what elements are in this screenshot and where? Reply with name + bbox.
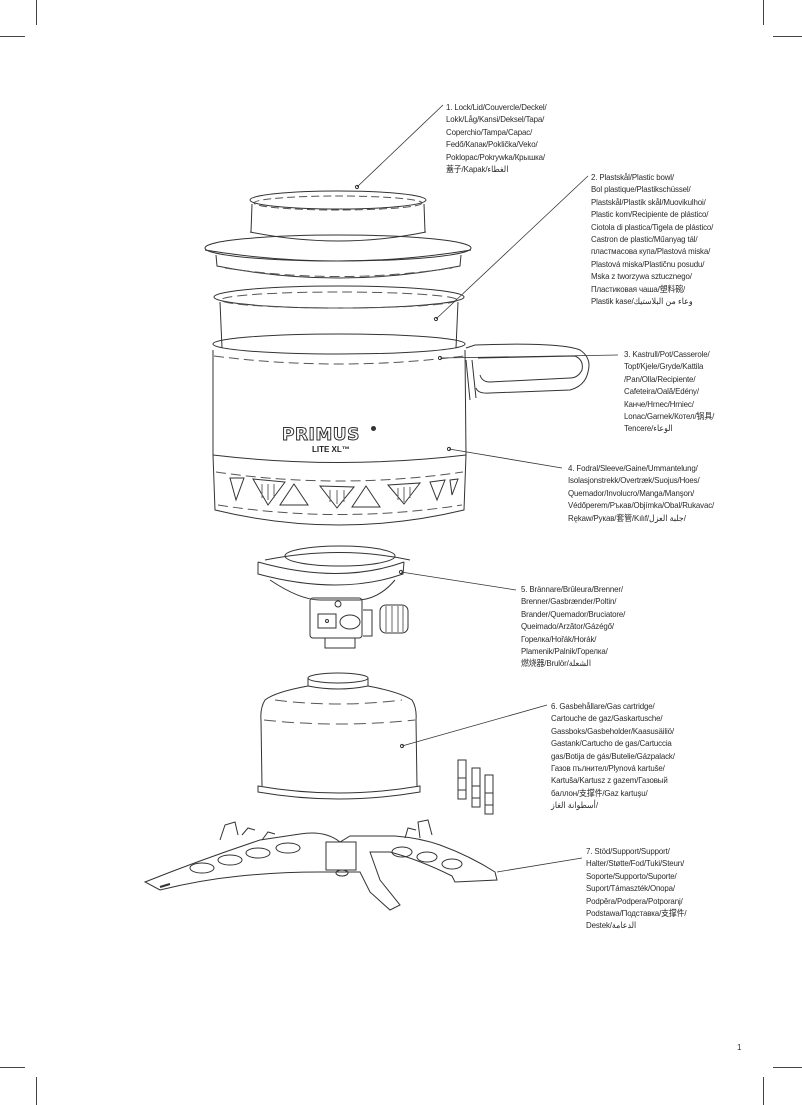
label-line: Пластиковая чаша/塑料碗/ <box>591 283 686 294</box>
label-line: 6. Gasbehållare/Gas cartridge/ <box>551 701 655 711</box>
lid-drawing <box>205 191 471 278</box>
label-line: Plastik kase/وعاء من البلاستيك <box>591 296 693 307</box>
label-line: gas/Botija de gás/Butelie/Gázpalack/ <box>551 750 675 761</box>
label-line: Канче/Hrnec/Hrniec/ <box>624 398 694 409</box>
label-line: 3. Kastrull/Pot/Casserole/ <box>624 349 710 359</box>
label-line: Cafeteira/Oală/Edény/ <box>624 386 699 397</box>
part-label-sleeve: 4. Fodral/Sleeve/Gaine/Ummantelung/ Isol… <box>568 462 714 524</box>
label-line: Rękaw/Рукав/套管/Kılıf/جلبة العزل/ <box>568 512 687 523</box>
label-line: Coperchio/Tampa/Capac/ <box>446 126 533 137</box>
part-label-gas-cartridge: 6. Gasbehållare/Gas cartridge/ Cartouche… <box>551 700 675 812</box>
label-line: Brenner/Gasbrænder/Poltin/ <box>521 596 617 607</box>
label-line: Plastová miska/Plastičnu posudu/ <box>591 258 705 269</box>
label-line: Plastskål/Plastik skål/Muovikulhoi/ <box>591 196 706 207</box>
label-line: Halter/Støtte/Fod/Tuki/Steun/ <box>586 858 685 869</box>
label-line: Kartuša/Kartusz z gazem/Газовый <box>551 775 668 786</box>
burner-drawing <box>258 546 410 648</box>
crop-mark-tl-h <box>0 36 25 37</box>
label-line: Mska z tworzywa sztucznego/ <box>591 271 692 282</box>
label-line: Горелка/Hořák/Horák/ <box>521 633 597 644</box>
label-line: Podstawa/Подставка/支撑件/ <box>586 908 687 919</box>
part-label-lid: 1. Lock/Lid/Couvercle/Deckel/ Lokk/Låg/K… <box>446 101 547 175</box>
label-line: Ciotola di plastica/Tigela de plástico/ <box>591 221 714 232</box>
label-line: Castron de plastic/Műanyag tál/ <box>591 234 698 245</box>
label-line: Gastank/Cartucho de gas/Cartuccia <box>551 738 672 749</box>
pot-drawing <box>213 185 589 525</box>
support-stand-drawing <box>145 820 497 910</box>
part-label-pot: 3. Kastrull/Pot/Casserole/ Topf/Kjele/Gr… <box>624 348 714 435</box>
adapter-pins-drawing <box>458 760 493 814</box>
crop-mark-br-v <box>763 1077 764 1105</box>
brand-logo: PRIMUS <box>282 425 360 446</box>
page-number: 1 <box>737 1043 742 1052</box>
registered-mark <box>371 426 376 431</box>
label-line: 燃烧器/Brulör/الشعلة <box>521 658 592 669</box>
label-line: Suport/Támaszték/Опора/ <box>586 883 675 894</box>
label-line: Lokk/Låg/Kansi/Deksel/Tapa/ <box>446 114 545 125</box>
label-line: Газов пълнител/Plynová kartuše/ <box>551 763 665 774</box>
label-line: Plastic kom/Recipiente de plástico/ <box>591 209 709 220</box>
label-line: /Pan/Olla/Recipiente/ <box>624 373 696 384</box>
label-line: Poklopac/Pokrywka/Крышка/ <box>446 151 546 162</box>
label-line: Podpěra/Podpera/Potporanj/ <box>586 895 683 906</box>
plastic-bowl-drawing <box>214 286 464 348</box>
label-line: أسطوانة الغاز/ <box>551 800 599 811</box>
label-line: 4. Fodral/Sleeve/Gaine/Ummantelung/ <box>568 463 698 473</box>
crop-mark-tr-v <box>763 0 764 25</box>
gas-cartridge-drawing <box>258 673 420 799</box>
label-line: Quemador/Involucro/Manga/Manşon/ <box>568 487 695 498</box>
part-label-support: 7. Stöd/Support/Support/ Halter/Støtte/F… <box>586 845 687 932</box>
label-line: Lonac/Garnek/Котел/锅具/ <box>624 411 715 422</box>
label-line: Soporte/Supporto/Suporte/ <box>586 870 677 881</box>
label-line: Cartouche de gaz/Gaskartusche/ <box>551 713 663 724</box>
label-line: Topf/Kjele/Gryde/Kattila <box>624 361 704 372</box>
crop-mark-tl-v <box>36 0 37 25</box>
label-line: Isolasjonstrekk/Overtræk/Suojus/Hoes/ <box>568 475 700 486</box>
label-line: Brander/Quemador/Bruciatore/ <box>521 608 626 619</box>
label-line: Queimado/Arzător/Gázégő/ <box>521 621 614 632</box>
label-line: Destek/الدعامة <box>586 920 637 931</box>
label-line: пластмасова купа/Plastová miska/ <box>591 246 711 257</box>
label-line: Bol plastique/Plastikschüssel/ <box>591 184 691 195</box>
label-line: 5. Brännare/Brûleura/Brenner/ <box>521 584 623 594</box>
part-label-plastic-bowl: 2. Plastskål/Plastic bowl/ Bol plastique… <box>591 171 713 307</box>
label-line: 2. Plastskål/Plastic bowl/ <box>591 172 674 182</box>
label-line: баллон/支撑件/Gaz kartuşu/ <box>551 787 648 798</box>
label-line: Plamenik/Palnik/Горелка/ <box>521 646 608 657</box>
label-line: 1. Lock/Lid/Couvercle/Deckel/ <box>446 102 547 112</box>
label-line: Tencere/الوعاء <box>624 423 673 434</box>
leader-lines <box>357 105 618 872</box>
label-line: Fedő/Капак/Poklička/Veko/ <box>446 139 538 150</box>
crop-mark-bl-v <box>36 1077 37 1105</box>
label-line: 7. Stöd/Support/Support/ <box>586 846 670 856</box>
crop-mark-br-h <box>773 1067 802 1068</box>
crop-mark-tr-h <box>773 36 802 37</box>
label-line: Gassboks/Gasbeholder/Kaasusäiliö/ <box>551 725 674 736</box>
part-label-burner: 5. Brännare/Brûleura/Brenner/ Brenner/Ga… <box>521 583 625 670</box>
product-name: LITE XL™ <box>312 445 350 454</box>
label-line: 蓋子/Kapak/الغطاء <box>446 164 509 175</box>
label-line: Védőperem/Ръкав/Objímka/Obal/Rukavac/ <box>568 500 715 511</box>
crop-mark-bl-h <box>0 1067 25 1068</box>
